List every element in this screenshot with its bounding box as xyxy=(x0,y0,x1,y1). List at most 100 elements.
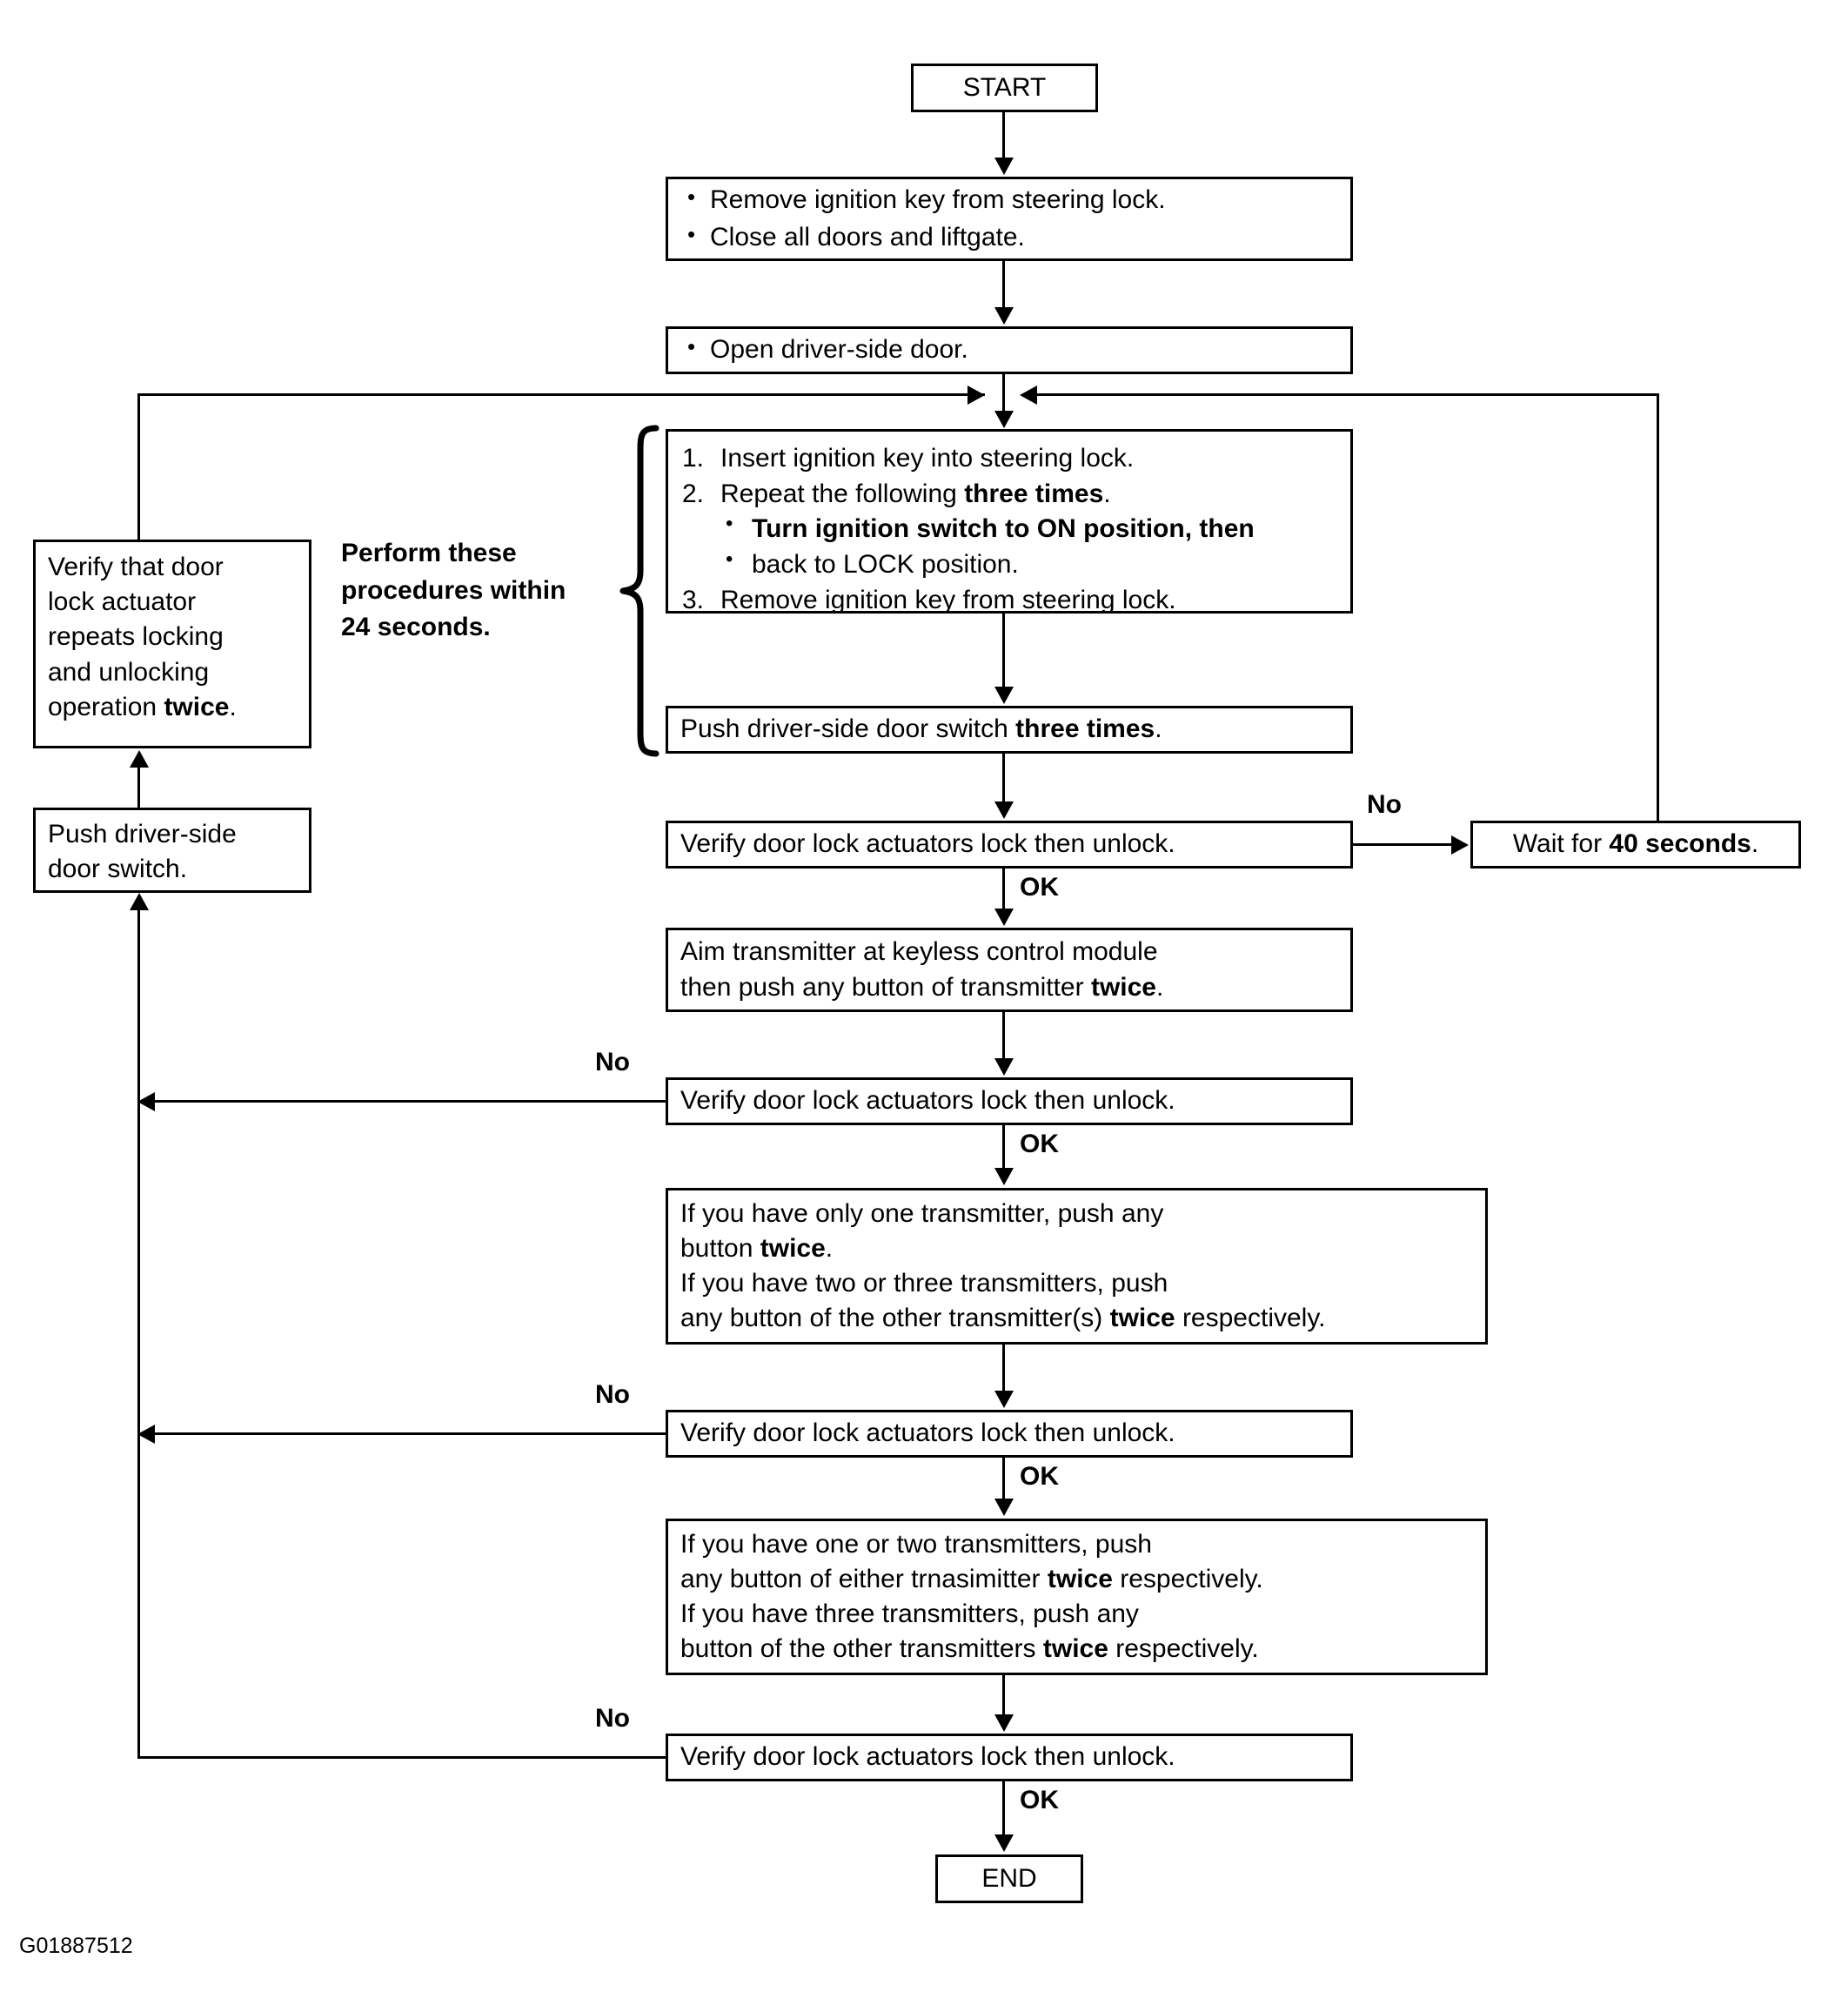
connector-wait40-to-junction xyxy=(1657,393,1659,822)
arrowhead-transA-to-verify3 xyxy=(994,1391,1014,1408)
node-aim-transmitter: Aim transmitter at keyless control modul… xyxy=(666,928,1353,1012)
open-door-bullet-list: Open driver-side door. xyxy=(680,332,1338,367)
label-no-1: No xyxy=(1367,790,1402,819)
arrowhead-pushthree-to-verify1 xyxy=(994,801,1014,819)
connector-verify2-no-to-leftrail xyxy=(148,1100,667,1103)
verify-3-text: Verify door lock actuators lock then unl… xyxy=(680,1418,1175,1448)
left-return-rail xyxy=(137,910,140,1758)
push-three-bold: three times xyxy=(1015,714,1155,744)
label-ok-3: OK xyxy=(1020,1462,1059,1491)
arrowhead-verify4-to-end xyxy=(994,1834,1014,1852)
key-step-1-text: Insert ignition key into steering lock. xyxy=(720,444,1135,473)
key-step-2-sub-1-text: back to LOCK position. xyxy=(752,549,1019,579)
connector-verify1-no-to-wait40 xyxy=(1353,843,1453,846)
key-step-2-sublist: Turn ignition switch to ON position, the… xyxy=(720,510,1338,582)
node-start-label: START xyxy=(962,72,1047,102)
label-ok-2: OK xyxy=(1020,1130,1059,1158)
junction-bar-right-segment xyxy=(1022,393,1659,396)
transmitters-a-line-4: any button of the other transmitter(s) t… xyxy=(680,1301,1473,1336)
transmitters-b-line-4-pre: button of the other transmitters xyxy=(680,1634,1043,1664)
verify-repeat-line-3: repeats locking xyxy=(48,622,224,652)
key-step-2-sub-1: back to LOCK position. xyxy=(720,546,1338,582)
timing-brace xyxy=(614,425,661,757)
arrowhead-junction-to-keysteps xyxy=(994,411,1014,428)
label-no-3: No xyxy=(595,1380,630,1409)
arrowhead-aim-to-verify2 xyxy=(994,1058,1014,1076)
transmitters-a-line-1: If you have only one transmitter, push a… xyxy=(680,1198,1164,1228)
node-verify-actuators-1: Verify door lock actuators lock then unl… xyxy=(666,821,1353,869)
arrowhead-right-loop-into-junction xyxy=(1020,386,1037,405)
aim-line-2: then push any button of transmitter twic… xyxy=(680,970,1338,1005)
verify-repeat-line-5-post: . xyxy=(229,692,237,721)
arrowhead-leftrail-into-pushswitch xyxy=(130,893,149,910)
arrowhead-transB-to-verify4 xyxy=(994,1714,1014,1732)
push-three-post: . xyxy=(1155,714,1162,744)
verify-repeat-line-4: and unlocking xyxy=(48,657,210,687)
transmitters-b-line-4: button of the other transmitters twice r… xyxy=(680,1632,1473,1667)
arrowhead-verify1-to-aim xyxy=(994,909,1014,926)
label-no-4: No xyxy=(595,1704,630,1733)
connector-verify2-to-transA xyxy=(1002,1125,1005,1169)
transmitters-a-line-4-pre: any button of the other transmitter(s) xyxy=(680,1304,1110,1333)
connector-keysteps-to-pushthree-b xyxy=(1002,614,1005,688)
aim-line-2-post: . xyxy=(1155,972,1164,1002)
preparation-bullet-list: Remove ignition key from steering lock. … xyxy=(680,182,1338,254)
transmitters-a-line-3: If you have two or three transmitters, p… xyxy=(680,1269,1168,1298)
transmitters-a-line-2-post: . xyxy=(825,1233,834,1263)
verify-2-text: Verify door lock actuators lock then unl… xyxy=(680,1086,1175,1116)
verify-1-text: Verify door lock actuators lock then unl… xyxy=(680,829,1175,859)
figure-id: G01887512 xyxy=(19,1934,133,1958)
transmitters-a-line-2: button twice. xyxy=(680,1231,1473,1266)
key-step-3-number: 3. xyxy=(682,585,705,614)
open-door-bullet-0: Open driver-side door. xyxy=(680,332,1338,367)
timing-note: Perform these procedures within 24 secon… xyxy=(341,535,602,647)
node-wait-40-seconds: Wait for 40 seconds. xyxy=(1470,821,1801,869)
key-step-2-sub-0-text: Turn ignition switch to ON position, the… xyxy=(752,514,1255,544)
node-push-driver-door-switch: Push driver-side door switch. xyxy=(33,808,311,893)
arrowhead-verify2-to-transA xyxy=(994,1168,1014,1185)
connector-junction-to-keysteps xyxy=(1002,393,1005,414)
connector-verify1-to-aim xyxy=(1002,869,1005,910)
verify-repeat-line-5-pre: operation xyxy=(48,692,164,721)
arrowhead-start-to-prep xyxy=(994,158,1014,175)
wait40-pre: Wait for xyxy=(1512,829,1610,859)
transmitters-a-line-2-bold: twice xyxy=(760,1233,826,1263)
key-step-2-text-post: . xyxy=(1103,480,1111,509)
transmitters-a-line-4-bold: twice xyxy=(1109,1304,1175,1333)
transmitters-b-line-4-post: respectively. xyxy=(1108,1634,1259,1664)
connector-pushthree-to-verify1 xyxy=(1002,754,1005,803)
transmitters-a-line-4-post: respectively. xyxy=(1175,1304,1326,1333)
node-start: START xyxy=(911,64,1098,112)
node-verify-actuators-4: Verify door lock actuators lock then unl… xyxy=(666,1734,1353,1781)
transmitters-b-line-2-bold: twice xyxy=(1047,1564,1113,1593)
connector-aim-to-verify2 xyxy=(1002,1012,1005,1060)
push-three-pre: Push driver-side door switch xyxy=(680,714,1016,744)
key-step-2-text-bold: three times xyxy=(964,480,1104,509)
connector-open-to-junction xyxy=(1002,374,1005,397)
key-step-2-number: 2. xyxy=(682,480,705,509)
arrowhead-prep-to-open xyxy=(994,307,1014,325)
label-ok-1: OK xyxy=(1020,873,1059,902)
junction-bar-left-segment xyxy=(137,393,985,396)
verify-4-text: Verify door lock actuators lock then unl… xyxy=(680,1742,1175,1772)
node-end: END xyxy=(935,1854,1083,1903)
key-step-2-text-pre: Repeat the following xyxy=(720,480,965,509)
transmitters-b-line-2-pre: any button of either trnasimitter xyxy=(680,1564,1048,1593)
push-switch-line-1: Push driver-side xyxy=(48,820,237,848)
arrowhead-verify3-no-to-leftrail xyxy=(137,1425,155,1444)
connector-verify4-to-end xyxy=(1002,1781,1005,1837)
verify-repeat-line-5: operation twice. xyxy=(48,690,297,725)
wait40-bold: 40 seconds xyxy=(1609,829,1751,859)
connector-transB-to-verify4 xyxy=(1002,1675,1005,1716)
key-step-1-number: 1. xyxy=(682,444,705,473)
transmitters-a-line-2-pre: button xyxy=(680,1233,760,1263)
verify-repeat-line-2: lock actuator xyxy=(48,587,197,617)
node-push-switch-three-times: Push driver-side door switch three times… xyxy=(666,706,1353,754)
connector-verify4-no-to-leftrail xyxy=(137,1756,667,1759)
arrowhead-verify2-no-to-leftrail xyxy=(137,1092,155,1111)
connector-pushswitch-to-verifyrepeat xyxy=(137,766,140,808)
verify-repeat-line-1: Verify that door xyxy=(48,553,224,581)
transmitters-b-line-3: If you have three transmitters, push any xyxy=(680,1600,1139,1628)
wait40-post: . xyxy=(1751,829,1759,859)
